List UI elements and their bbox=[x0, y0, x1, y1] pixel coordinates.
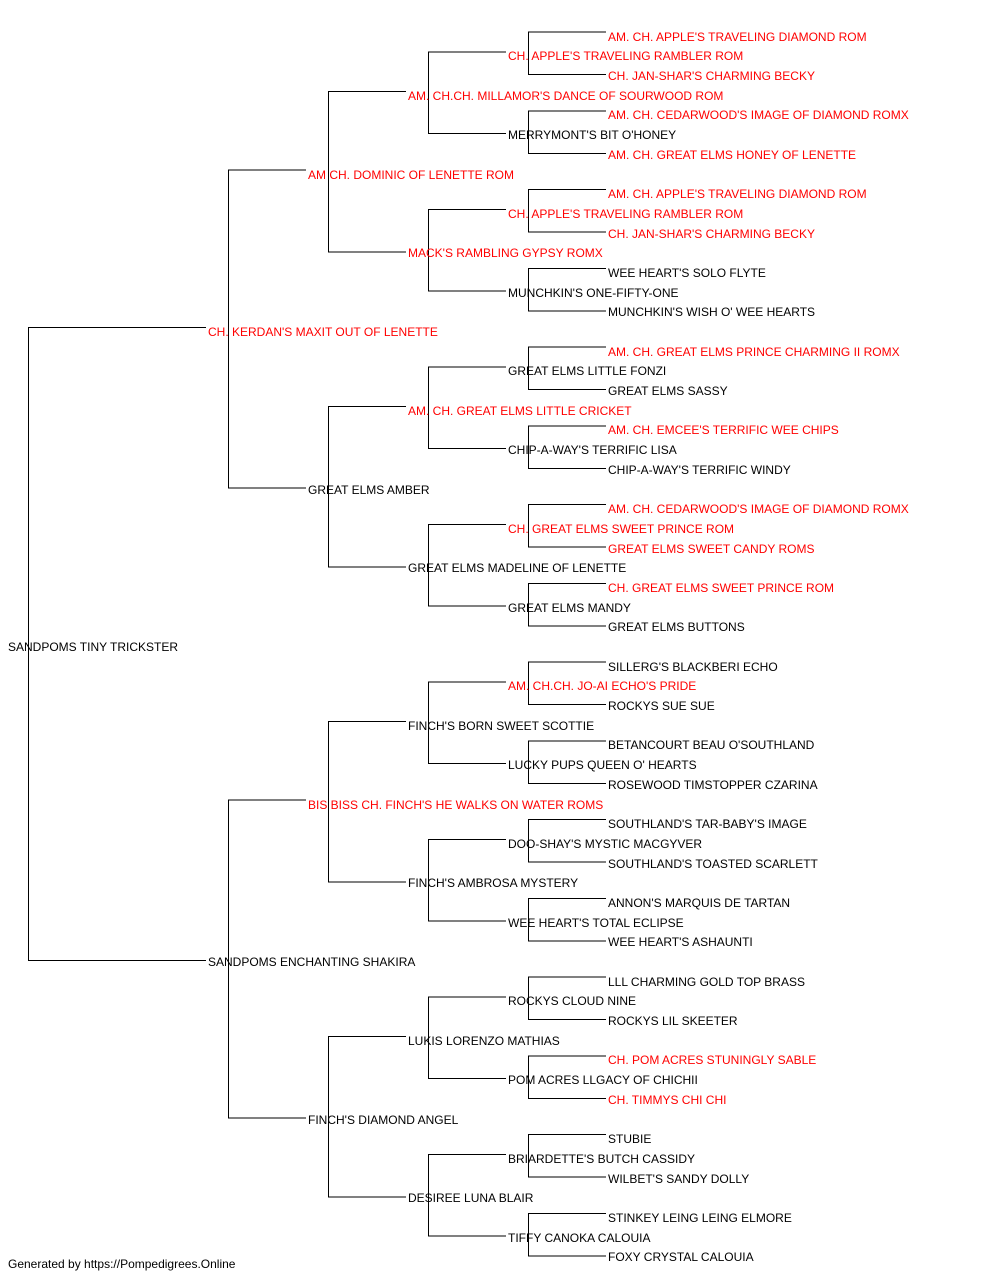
ancestor-name: CH. JAN-SHAR'S CHARMING BECKY bbox=[608, 69, 815, 84]
ancestor-name: CH. KERDAN'S MAXIT OUT OF LENETTE bbox=[208, 325, 438, 339]
ancestor-name: GREAT ELMS SWEET CANDY ROMS bbox=[608, 541, 815, 556]
ancestor-name: AM. CH. GREAT ELMS LITTLE CRICKET bbox=[408, 403, 632, 418]
ancestor-name: CH. JAN-SHAR'S CHARMING BECKY bbox=[608, 226, 815, 241]
ancestor-name: ROCKYS LIL SKEETER bbox=[608, 1014, 738, 1029]
ancestor-name: MUNCHKIN'S WISH O' WEE HEARTS bbox=[608, 305, 816, 320]
ancestor-name: AM. CH. EMCEE'S TERRIFIC WEE CHIPS bbox=[608, 423, 839, 438]
ancestor-name: FOXY CRYSTAL CALOUIA bbox=[608, 1250, 754, 1265]
ancestor-name: BIS BISS CH. FINCH'S HE WALKS ON WATER R… bbox=[308, 797, 604, 812]
ancestor-name: MUNCHKIN'S ONE-FIFTY-ONE bbox=[508, 285, 679, 300]
ancestor-name: AM. CH. GREAT ELMS PRINCE CHARMING II RO… bbox=[608, 344, 900, 359]
ancestor-name: AM. CH. APPLE'S TRAVELING DIAMOND ROM bbox=[608, 29, 867, 44]
ancestor-name: TIFFY CANOKA CALOUIA bbox=[508, 1230, 651, 1245]
ancestor-name: SOUTHLAND'S TAR-BABY'S IMAGE bbox=[608, 817, 807, 832]
ancestor-name: FINCH'S BORN SWEET SCOTTIE bbox=[408, 718, 595, 733]
ancestor-name: DESIREE LUNA BLAIR bbox=[408, 1191, 534, 1206]
ancestor-name: AM. CH. CEDARWOOD'S IMAGE OF DIAMOND ROM… bbox=[608, 502, 909, 517]
ancestor-name: AM. CH. APPLE'S TRAVELING DIAMOND ROM bbox=[608, 187, 867, 202]
ancestor-name: MACK'S RAMBLING GYPSY ROMX bbox=[408, 246, 603, 261]
ancestor-name: ROCKYS SUE SUE bbox=[608, 699, 715, 714]
ancestor-name: ANNON'S MARQUIS DE TARTAN bbox=[608, 895, 791, 910]
ancestor-name: DOO-SHAY'S MYSTIC MACGYVER bbox=[508, 836, 703, 851]
ancestor-name: STINKEY LEING LEING ELMORE bbox=[608, 1210, 792, 1225]
ancestor-name: ROCKYS CLOUD NINE bbox=[508, 994, 637, 1009]
ancestor-name: ROSEWOOD TIMSTOPPER CZARINA bbox=[608, 777, 818, 792]
ancestor-name: BRIARDETTE'S BUTCH CASSIDY bbox=[508, 1151, 695, 1166]
ancestor-name: WEE HEART'S SOLO FLYTE bbox=[608, 265, 766, 280]
ancestor-name: CH. POM ACRES STUNINGLY SABLE bbox=[608, 1053, 817, 1068]
ancestor-name: MERRYMONT'S BIT O'HONEY bbox=[508, 128, 677, 143]
footer-credit: Generated by https://Pompedigrees.Online bbox=[8, 1257, 236, 1271]
ancestor-name: AM CH. DOMINIC OF LENETTE ROM bbox=[308, 167, 515, 182]
ancestor-name: AM. CH.CH. MILLAMOR'S DANCE OF SOURWOOD … bbox=[408, 88, 724, 103]
ancestor-name: WEE HEART'S TOTAL ECLIPSE bbox=[508, 915, 684, 930]
ancestor-name: FINCH'S DIAMOND ANGEL bbox=[308, 1112, 459, 1127]
ancestor-name: STUBIE bbox=[608, 1132, 652, 1147]
ancestor-name: GREAT ELMS BUTTONS bbox=[608, 620, 745, 635]
ancestor-name: GREAT ELMS AMBER bbox=[308, 482, 430, 497]
ancestor-name: LUKIS LORENZO MATHIAS bbox=[408, 1033, 560, 1048]
ancestor-name: LUCKY PUPS QUEEN O' HEARTS bbox=[508, 758, 697, 773]
ancestor-name: CH. TIMMYS CHI CHI bbox=[608, 1092, 727, 1107]
ancestor-name: CH. GREAT ELMS SWEET PRINCE ROM bbox=[508, 521, 735, 536]
ancestor-name: LLL CHARMING GOLD TOP BRASS bbox=[608, 974, 805, 989]
ancestor-name: GREAT ELMS SASSY bbox=[608, 384, 728, 399]
ancestor-name: GREAT ELMS MADELINE OF LENETTE bbox=[408, 561, 627, 576]
ancestor-name: SANDPOMS ENCHANTING SHAKIRA bbox=[208, 955, 416, 969]
subject-dog-name: SANDPOMS TINY TRICKSTER bbox=[8, 640, 179, 654]
ancestor-name: BETANCOURT BEAU O'SOUTHLAND bbox=[608, 738, 815, 753]
ancestor-name: WEE HEART'S ASHAUNTI bbox=[608, 935, 753, 950]
ancestor-name: CH. APPLE'S TRAVELING RAMBLER ROM bbox=[508, 206, 744, 221]
ancestor-name: CHIP-A-WAY'S TERRIFIC WINDY bbox=[608, 462, 791, 477]
ancestor-name: CH. GREAT ELMS SWEET PRINCE ROM bbox=[608, 580, 835, 595]
ancestor-name: SILLERG'S BLACKBERI ECHO bbox=[608, 659, 778, 674]
ancestor-name: POM ACRES LLGACY OF CHICHII bbox=[508, 1073, 698, 1088]
ancestor-name: AM. CH. GREAT ELMS HONEY OF LENETTE bbox=[608, 147, 857, 162]
ancestor-name: AM. CH.CH. JO-AI ECHO'S PRIDE bbox=[508, 679, 697, 694]
ancestor-name: GREAT ELMS LITTLE FONZI bbox=[508, 364, 667, 379]
ancestor-name: SOUTHLAND'S TOASTED SCARLETT bbox=[608, 856, 818, 871]
ancestor-name: AM. CH. CEDARWOOD'S IMAGE OF DIAMOND ROM… bbox=[608, 108, 909, 123]
ancestor-name: CH. APPLE'S TRAVELING RAMBLER ROM bbox=[508, 49, 744, 64]
ancestor-name: GREAT ELMS MANDY bbox=[508, 600, 631, 615]
ancestor-name: FINCH'S AMBROSA MYSTERY bbox=[408, 876, 579, 891]
ancestor-name: CHIP-A-WAY'S TERRIFIC LISA bbox=[508, 443, 677, 458]
ancestor-name: WILBET'S SANDY DOLLY bbox=[608, 1171, 750, 1186]
